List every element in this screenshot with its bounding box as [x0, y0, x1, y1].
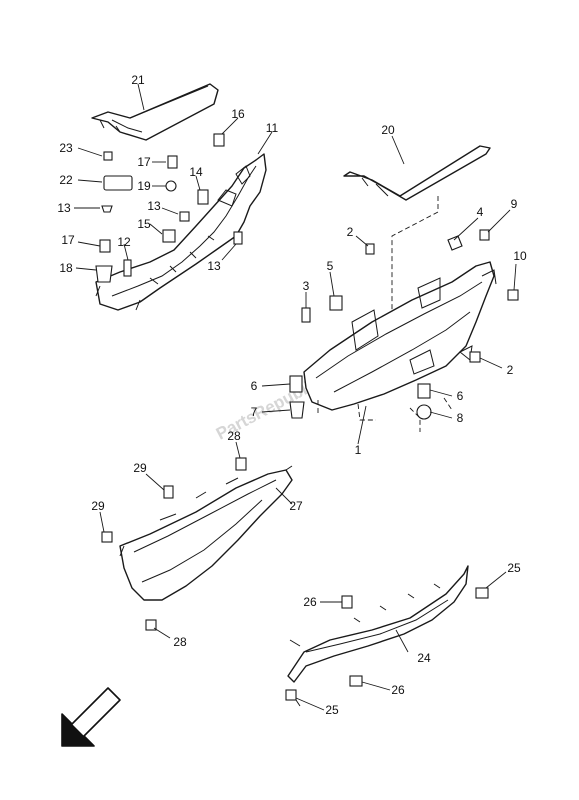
part-24-side-cover[interactable]	[287, 565, 469, 707]
callout-14[interactable]: 14	[189, 165, 203, 179]
part-20-bracket[interactable]	[343, 145, 491, 360]
callout-28[interactable]: 28	[227, 429, 241, 443]
callout-13[interactable]: 13	[147, 199, 161, 213]
callout-26[interactable]: 26	[391, 683, 405, 697]
callout-13[interactable]: 13	[57, 201, 71, 215]
left-hardware	[95, 133, 243, 283]
callout-5[interactable]: 5	[327, 259, 334, 273]
callout-7[interactable]: 7	[251, 405, 258, 419]
front-direction-arrow-icon	[61, 687, 121, 747]
callout-15[interactable]: 15	[137, 217, 151, 231]
callout-1[interactable]: 1	[355, 443, 362, 457]
callout-6[interactable]: 6	[457, 389, 464, 403]
callout-10[interactable]: 10	[513, 249, 527, 263]
callout-9[interactable]: 9	[511, 197, 518, 211]
callout-25[interactable]: 25	[325, 703, 339, 717]
callout-23[interactable]: 23	[59, 141, 73, 155]
callout-3[interactable]: 3	[303, 279, 310, 293]
callout-11[interactable]: 11	[266, 121, 279, 135]
callout-17[interactable]: 17	[61, 233, 75, 247]
callout-29[interactable]: 29	[133, 461, 147, 475]
callout-29[interactable]: 29	[91, 499, 105, 513]
callout-26[interactable]: 26	[303, 595, 317, 609]
part-27-side-cover[interactable]	[119, 465, 293, 601]
bottom-hardware	[101, 457, 489, 701]
callout-6[interactable]: 6	[251, 379, 258, 393]
callout-18[interactable]: 18	[59, 261, 73, 275]
callout-13[interactable]: 13	[207, 259, 221, 273]
callout-2[interactable]: 2	[347, 225, 354, 239]
callout-20[interactable]: 20	[381, 123, 395, 137]
callout-22[interactable]: 22	[59, 173, 73, 187]
callout-27[interactable]: 27	[289, 499, 303, 513]
callout-4[interactable]: 4	[477, 205, 484, 219]
leader-lines	[74, 83, 517, 711]
callout-2[interactable]: 2	[507, 363, 514, 377]
part-21-bracket[interactable]	[91, 83, 219, 141]
callout-28[interactable]: 28	[173, 635, 187, 649]
part-11-frame-bracket[interactable]	[95, 153, 267, 311]
callout-25[interactable]: 25	[507, 561, 521, 575]
callout-21[interactable]: 21	[131, 73, 145, 87]
callout-19[interactable]: 19	[137, 179, 151, 193]
callout-24[interactable]: 24	[417, 651, 431, 665]
callout-8[interactable]: 8	[457, 411, 464, 425]
callout-17[interactable]: 17	[137, 155, 151, 169]
callout-12[interactable]: 12	[117, 235, 131, 249]
callout-labels: 21 16 11 23 17 19 14 22 13 13 15 17 12 1…	[57, 73, 527, 717]
callout-16[interactable]: 16	[231, 107, 245, 121]
